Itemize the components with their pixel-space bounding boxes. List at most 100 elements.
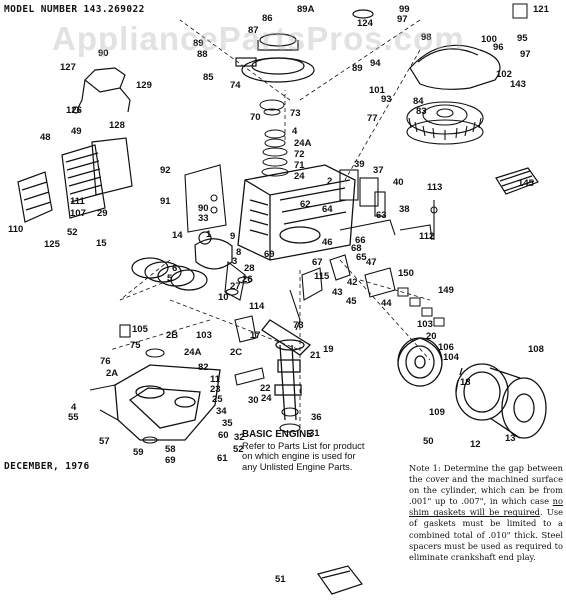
callout-label: 121 xyxy=(533,4,550,15)
callout-label: 58 xyxy=(165,444,176,455)
callout-label: 4 xyxy=(292,126,298,137)
spring-parts xyxy=(259,99,289,177)
callout-label: 19 xyxy=(323,344,334,355)
basic-engine-line-1: Refer to Parts List for product xyxy=(242,439,365,451)
callout-label: 52 xyxy=(233,444,244,455)
callout-label: 21 xyxy=(310,350,321,361)
callout-label: 34 xyxy=(216,406,227,417)
callout-label: 27 xyxy=(230,281,241,292)
callout-label: 104 xyxy=(443,352,460,363)
callout-label: 44 xyxy=(381,298,392,309)
callout-label: 32 xyxy=(234,432,245,443)
callout-label: 67 xyxy=(312,257,323,268)
callout-label: 61 xyxy=(217,453,228,464)
callout-label: 92 xyxy=(160,165,171,176)
callout-label: 36 xyxy=(311,412,322,423)
callout-label: 49 xyxy=(71,126,82,137)
callout-label: 59 xyxy=(133,447,144,458)
callout-label: 9 xyxy=(230,231,235,242)
callout-label: 106 xyxy=(438,342,454,353)
callout-label: 30 xyxy=(248,395,259,406)
callout-label: 51 xyxy=(275,574,286,585)
callout-label: 126 xyxy=(66,105,82,116)
callout-label: 89 xyxy=(193,38,204,49)
callout-label: 66 xyxy=(355,235,366,246)
note-1: Note 1: Determine the gap between the co… xyxy=(409,463,563,563)
callout-label: 109 xyxy=(429,407,445,418)
callout-label: 33 xyxy=(198,213,209,224)
model-number: MODEL NUMBER 143.269022 xyxy=(4,4,145,15)
callout-label: 35 xyxy=(222,418,233,429)
callout-label: 63 xyxy=(376,210,387,221)
callout-label: 107 xyxy=(70,208,86,219)
callout-label: 75 xyxy=(130,340,141,351)
gasket-pack xyxy=(317,565,363,595)
callout-label: 70 xyxy=(250,112,261,123)
callout-label: 50 xyxy=(423,436,434,447)
callout-label: 52 xyxy=(67,227,78,238)
callout-label: 90 xyxy=(198,203,209,214)
callout-label: 102 xyxy=(496,69,512,80)
callout-label: 97 xyxy=(397,14,408,25)
callout-label: 12 xyxy=(470,439,481,450)
callout-label: 108 xyxy=(528,344,544,355)
callout-label: 8 xyxy=(236,247,241,258)
callout-label: 28 xyxy=(244,263,255,274)
callout-label: 99 xyxy=(399,4,410,15)
callout-label: 26 xyxy=(242,274,253,285)
callout-label: 150 xyxy=(398,268,414,279)
callout-label: 127 xyxy=(60,62,76,73)
callout-label: 95 xyxy=(517,33,528,44)
callout-label: 6 xyxy=(172,263,177,274)
callout-label: 1 xyxy=(206,229,212,240)
callout-label: 115 xyxy=(314,271,330,282)
blower-housing xyxy=(409,44,501,90)
crankshaft xyxy=(261,319,312,421)
callout-label: 24 xyxy=(294,171,305,182)
callout-label: 69 xyxy=(264,249,275,260)
callout-label: 62 xyxy=(300,199,311,210)
callout-label: 98 xyxy=(421,32,432,43)
callout-label: 31 xyxy=(309,428,320,439)
callout-label: 110 xyxy=(8,224,23,235)
callout-label: 29 xyxy=(97,208,108,219)
basic-engine-line-3: any Unlisted Engine Parts. xyxy=(242,460,353,472)
callout-label: 85 xyxy=(203,72,214,83)
plate xyxy=(184,164,227,233)
callout-label: 11 xyxy=(210,374,221,385)
callout-label: 13 xyxy=(505,433,516,444)
callout-label: 94 xyxy=(370,58,381,69)
callout-label: 65 xyxy=(356,252,367,263)
callout-label: 97 xyxy=(520,49,531,60)
callout-label: 2 xyxy=(327,176,332,187)
grille xyxy=(61,137,133,219)
callout-label: 46 xyxy=(322,237,333,248)
muffler xyxy=(17,171,53,223)
callout-label: 88 xyxy=(197,49,208,60)
note-text-2: . Use of gaskets must be limited to a co… xyxy=(409,507,564,562)
callout-label: 128 xyxy=(109,120,125,131)
callout-label: 45 xyxy=(346,296,357,307)
callout-label: 125 xyxy=(44,239,61,250)
callout-label: 2C xyxy=(230,347,242,358)
callout-label: 73 xyxy=(290,108,301,119)
callout-label: 90 xyxy=(98,48,109,59)
callout-label: 84 xyxy=(413,96,424,107)
callout-label: 47 xyxy=(366,257,377,268)
callout-label: 24A xyxy=(184,347,202,358)
plate-121 xyxy=(512,3,528,19)
callout-label: 48 xyxy=(40,132,51,143)
callout-label: 42 xyxy=(347,277,358,288)
callout-label: 77 xyxy=(367,113,378,124)
callout-label: 149 xyxy=(438,285,454,296)
note-text-1: Note 1: Determine the gap between the co… xyxy=(409,463,563,507)
piston-rings xyxy=(131,231,233,291)
basic-engine-note: BASIC ENGINE Refer to Parts List for pro… xyxy=(242,429,412,472)
callout-label: 57 xyxy=(99,436,110,447)
callout-label: 100 xyxy=(481,34,497,45)
callout-label: 82 xyxy=(198,362,209,373)
spring-chain xyxy=(397,287,445,327)
callout-label: 23 xyxy=(210,384,221,395)
callout-label: 43 xyxy=(332,287,343,298)
